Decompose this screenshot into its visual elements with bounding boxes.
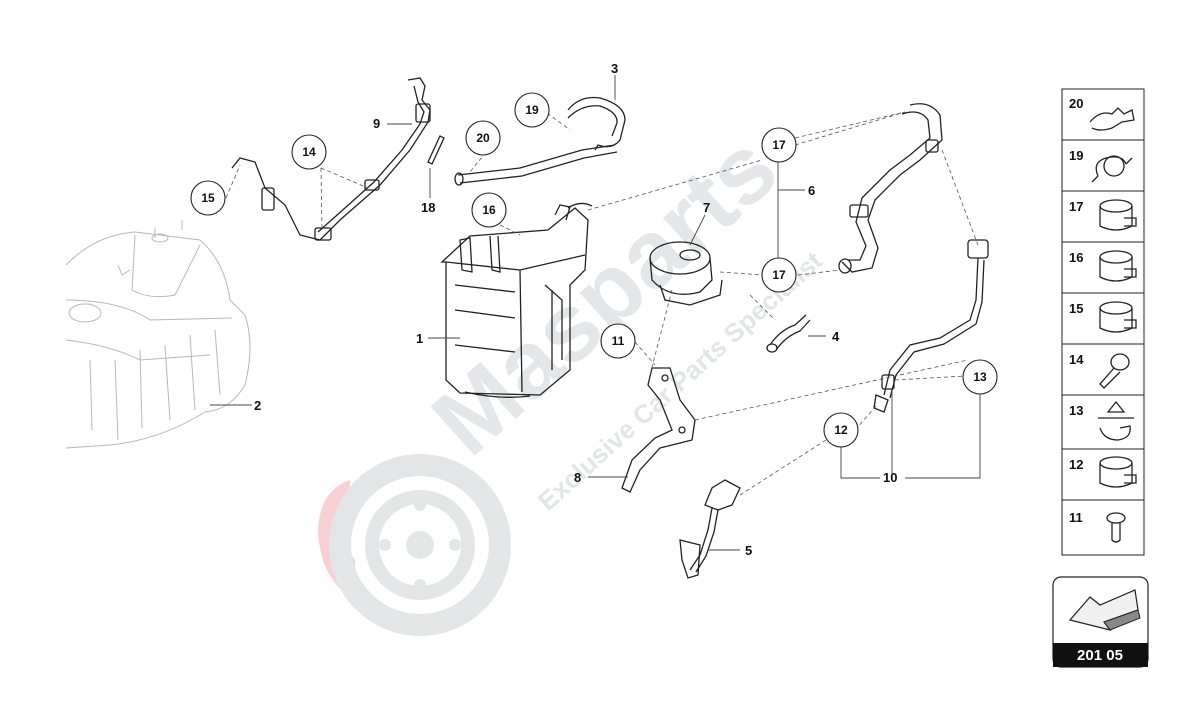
svg-text:17: 17 — [1069, 199, 1083, 214]
bracket-8-drawing — [621, 367, 696, 493]
legend-item-12[interactable]: 12 — [1069, 456, 1137, 488]
svg-text:19: 19 — [525, 103, 539, 117]
legend-item-14[interactable]: 14 — [1069, 352, 1130, 389]
hose-clamp-icon — [1099, 250, 1137, 282]
svg-text:20: 20 — [476, 131, 490, 145]
vent-line-10-drawing — [873, 239, 989, 413]
callout-14: 14 — [291, 134, 327, 170]
hose-6-drawing — [838, 103, 943, 274]
legend-item-13[interactable]: 13 — [1069, 400, 1134, 441]
page-code: 201 05 — [1077, 647, 1123, 664]
svg-text:20: 20 — [1069, 96, 1083, 111]
svg-text:17: 17 — [772, 138, 786, 152]
part-label-2: 2 — [254, 398, 261, 413]
callout-15: 15 — [190, 180, 226, 216]
callouts: 11 12 13 14 15 16 17 17 — [190, 92, 998, 448]
legend-item-19[interactable]: 19 — [1069, 148, 1133, 183]
callout-19: 19 — [514, 92, 550, 128]
part-label-18: 18 — [421, 200, 435, 215]
part-label-5: 5 — [745, 543, 752, 558]
svg-text:15: 15 — [1069, 301, 1083, 316]
svg-text:17: 17 — [772, 268, 786, 282]
callout-17-lower: 17 — [761, 257, 797, 293]
carbon-canister-drawing — [440, 202, 593, 398]
hose-clamp-icon — [1099, 456, 1137, 488]
svg-text:16: 16 — [1069, 250, 1083, 265]
legend-item-20[interactable]: 20 — [1069, 96, 1135, 131]
hose-clamp-icon — [1099, 199, 1137, 231]
svg-text:12: 12 — [834, 423, 848, 437]
hose-20-drawing — [454, 144, 618, 186]
callout-16: 16 — [471, 192, 507, 228]
svg-text:14: 14 — [302, 145, 316, 159]
legend-item-17[interactable]: 17 — [1069, 199, 1137, 231]
svg-text:11: 11 — [1069, 510, 1083, 525]
hose-clamp-icon — [1099, 301, 1137, 333]
part-labels: 1 2 3 4 5 6 7 8 9 10 18 — [254, 61, 897, 558]
clip-double-icon — [1089, 107, 1135, 131]
screw-icon — [1106, 512, 1126, 543]
arrow-icon — [1068, 589, 1141, 631]
leader-lines — [210, 75, 981, 551]
hardware-legend: 20 19 17 16 — [1061, 88, 1145, 556]
callout-17-upper: 17 — [761, 127, 797, 163]
part-label-1: 1 — [416, 331, 423, 346]
reference-lines — [225, 111, 979, 496]
part-label-6: 6 — [808, 183, 815, 198]
svg-text:13: 13 — [1069, 403, 1083, 418]
svg-text:16: 16 — [482, 203, 496, 217]
part-label-10: 10 — [883, 470, 897, 485]
callout-20: 20 — [465, 120, 501, 156]
purge-pump-7-drawing — [649, 241, 723, 306]
legend-item-15[interactable]: 15 — [1069, 301, 1137, 333]
svg-text:12: 12 — [1069, 457, 1083, 472]
svg-text:14: 14 — [1069, 352, 1084, 367]
hose-4-drawing — [766, 314, 811, 353]
spring-clip-icon — [1091, 155, 1133, 183]
cable-tie-clip-icon — [1098, 400, 1134, 441]
callout-12: 12 — [823, 412, 859, 448]
tube-18-drawing — [427, 135, 445, 165]
callout-13: 13 — [962, 359, 998, 395]
callout-11: 11 — [600, 323, 636, 359]
expansion-rivet-icon — [1099, 353, 1130, 389]
sensor-line-5-drawing — [679, 479, 741, 579]
part-label-7: 7 — [703, 200, 710, 215]
svg-text:13: 13 — [973, 370, 987, 384]
fuel-tank-drawing — [65, 220, 251, 449]
watermark-brand: Masparts — [412, 114, 797, 476]
legend-item-16[interactable]: 16 — [1069, 250, 1137, 282]
part-label-3: 3 — [611, 61, 618, 76]
svg-text:15: 15 — [201, 191, 215, 205]
part-label-8: 8 — [574, 470, 581, 485]
svg-text:11: 11 — [612, 334, 625, 348]
vent-line-9-drawing — [231, 77, 431, 241]
part-label-4: 4 — [832, 329, 840, 344]
hose-3-drawing — [567, 96, 626, 151]
part-label-9: 9 — [373, 116, 380, 131]
svg-text:19: 19 — [1069, 148, 1083, 163]
page-code-box[interactable]: 201 05 — [1052, 576, 1149, 668]
watermark-logo-icon — [318, 454, 511, 636]
legend-item-11[interactable]: 11 — [1069, 510, 1126, 543]
